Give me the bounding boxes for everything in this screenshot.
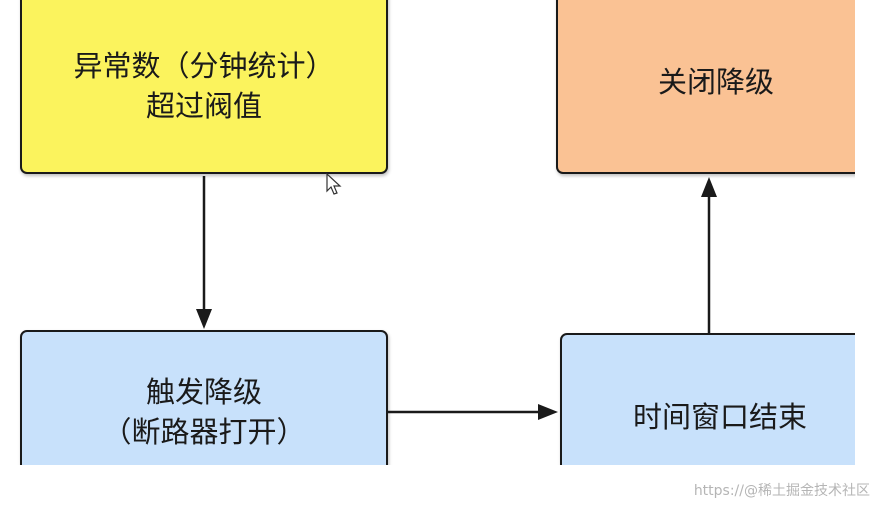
node-trigger-degrade-line1: 触发降级 — [145, 375, 262, 409]
node-close-degrade-label: 关闭降级 — [657, 65, 774, 99]
node-exception-count-line2: 超过阀值 — [145, 89, 262, 123]
arrowhead-trigger-to-window — [538, 404, 558, 420]
mouse-pointer-icon — [326, 173, 342, 195]
diagram-canvas: 异常数（分钟统计） 超过阀值 关闭降级 触发降级 （断路器打开） 时间窗口结束 — [20, 0, 855, 465]
node-trigger-degrade-line2: （断路器打开） — [102, 415, 306, 449]
watermark: https://@稀土掘金技术社区 — [693, 483, 870, 499]
node-time-window-end: 时间窗口结束 — [560, 333, 855, 465]
node-trigger-degrade: 触发降级 （断路器打开） — [20, 330, 388, 465]
node-exception-count-line1: 异常数（分钟统计） — [73, 49, 335, 83]
arrowhead-window-to-close — [701, 177, 717, 197]
node-close-degrade: 关闭降级 — [556, 0, 855, 174]
arrowhead-exception-to-trigger — [196, 309, 212, 329]
node-exception-count: 异常数（分钟统计） 超过阀值 — [20, 0, 388, 174]
edges-layer — [196, 176, 717, 420]
node-time-window-end-label: 时间窗口结束 — [632, 400, 807, 434]
